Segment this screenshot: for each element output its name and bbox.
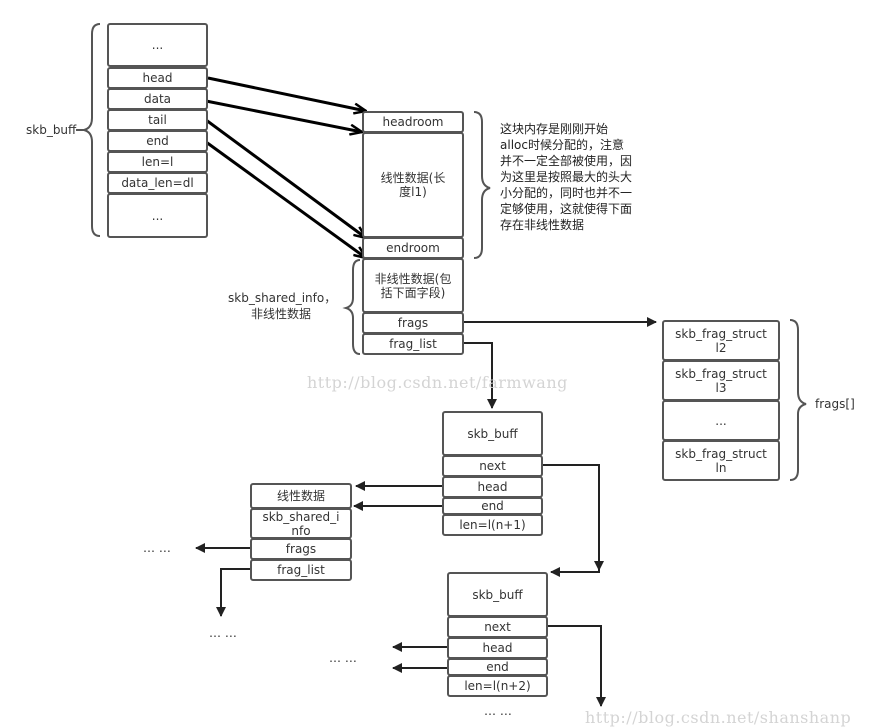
skb-n1-end: end bbox=[442, 497, 543, 515]
skb-main-field: ... bbox=[107, 193, 208, 238]
head-end-continuation: … … bbox=[329, 651, 357, 665]
skb-n2-next: next bbox=[447, 616, 548, 638]
head-pointer-arrow bbox=[207, 76, 366, 111]
watermark-bottom: http://blog.csdn.net/shanshanp bbox=[585, 708, 852, 727]
frag-list-arrow bbox=[463, 342, 497, 409]
skb-main-field: ... bbox=[107, 23, 208, 67]
endroom-block: endroom bbox=[362, 237, 464, 259]
n1-frags: frags bbox=[250, 538, 352, 560]
skb-n2-head: head bbox=[447, 637, 548, 659]
tail-pointer-arrow bbox=[205, 118, 366, 238]
skb-main-brace bbox=[83, 23, 101, 237]
linear-data-block: 线性数据(长度l1) bbox=[362, 132, 464, 238]
skb-n2-title: skb_buff bbox=[447, 572, 548, 617]
frags-array-brace bbox=[789, 319, 807, 481]
frags-array-label: frags[] bbox=[815, 397, 855, 411]
linear-buffer-brace bbox=[473, 111, 491, 259]
frags-continuation: … … bbox=[143, 541, 171, 555]
allocation-note: 这块内存是刚刚开始alloc时候分配的，注意并不一定全部被使用，因为这里是按照最… bbox=[500, 122, 633, 232]
skb-main-field-data: data bbox=[107, 88, 208, 110]
next-continuation: … … bbox=[484, 704, 512, 718]
frag-list-field: frag_list bbox=[362, 333, 464, 355]
skb-n1-len: len=l(n+1) bbox=[442, 514, 543, 536]
n1-next-arrow bbox=[542, 464, 600, 577]
frag-struct-ln: skb_frag_struct ln bbox=[662, 440, 780, 481]
n1-shared-info: skb_shared_info bbox=[250, 508, 352, 539]
nonlinear-data-block: 非线性数据(包括下面字段) bbox=[362, 258, 464, 313]
frag-struct-l2: skb_frag_struct l2 bbox=[662, 320, 780, 361]
end-pointer-arrow bbox=[205, 140, 366, 258]
skb-n1-head: head bbox=[442, 476, 543, 498]
frag-struct-l3: skb_frag_struct l3 bbox=[662, 360, 780, 401]
shared-info-label: skb_shared_info，非线性数据 bbox=[228, 291, 337, 321]
skb-main-field-end: end bbox=[107, 130, 208, 152]
data-pointer-arrow bbox=[205, 99, 362, 132]
n1-frag-list-arrow bbox=[216, 568, 250, 617]
skb-main-label: skb_buff bbox=[26, 123, 77, 137]
skb-main-field-head: head bbox=[107, 67, 208, 89]
watermark-center: http://blog.csdn.net/farmwang bbox=[307, 373, 568, 392]
n1-linear-data: 线性数据 bbox=[250, 483, 352, 509]
skb-n1-next: next bbox=[442, 455, 543, 477]
shared-info-brace bbox=[342, 259, 361, 355]
skb-n1-title: skb_buff bbox=[442, 411, 543, 456]
skb-n2-len: len=l(n+2) bbox=[447, 675, 548, 697]
skb-main-field-data-len: data_len=dl bbox=[107, 172, 208, 194]
frag-list-continuation: … … bbox=[209, 626, 237, 640]
headroom-block: headroom bbox=[362, 111, 464, 133]
skb-main-field-len: len=l bbox=[107, 151, 208, 173]
frags-field: frags bbox=[362, 312, 464, 334]
skb-main-field-tail: tail bbox=[107, 109, 208, 131]
frag-struct-ellipsis: ... bbox=[662, 400, 780, 441]
n1-frag-list: frag_list bbox=[250, 559, 352, 581]
skb-n2-end: end bbox=[447, 658, 548, 676]
n2-next-arrow bbox=[547, 625, 606, 707]
